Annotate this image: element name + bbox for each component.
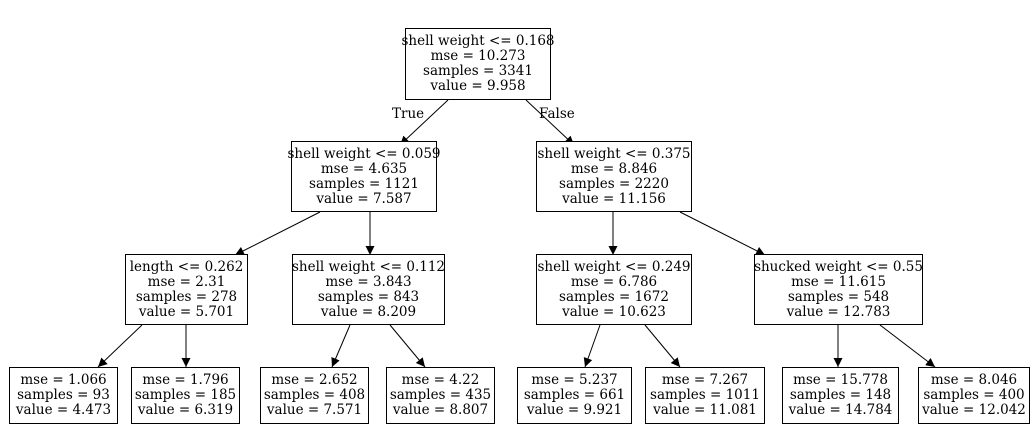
leaf-mse: mse = 4.22	[401, 372, 480, 388]
node-value: value = 12.783	[786, 303, 891, 320]
edge-root-left	[399, 99, 449, 146]
leaf-samples: samples = 148	[789, 387, 892, 403]
node-mse: mse = 2.31	[147, 273, 226, 290]
node-value: value = 10.623	[562, 303, 666, 320]
node-mse: mse = 11.615	[791, 273, 886, 290]
node-value: value = 7.587	[316, 190, 412, 207]
edge-r-rr	[679, 211, 766, 256]
leaf-value: value = 9.921	[526, 402, 623, 418]
leaf-samples: samples = 408	[263, 387, 366, 403]
tree-node-lr: shell weight <= 0.112 mse = 3.843 sample…	[292, 254, 445, 325]
edge-rr-leaf8	[879, 324, 936, 368]
tree-leaf-7: mse = 15.778 samples = 148 value = 14.78…	[782, 367, 899, 424]
leaf-mse: mse = 2.652	[271, 372, 358, 388]
tree-node-rl: shell weight <= 0.249 mse = 6.786 sample…	[536, 254, 692, 325]
edge-rl-leaf6	[644, 324, 681, 368]
edge-lr-leaf3	[331, 324, 351, 368]
tree-node-l: shell weight <= 0.059 mse = 4.635 sample…	[288, 141, 441, 212]
node-samples: samples = 3341	[423, 63, 533, 79]
node-mse: mse = 3.843	[325, 273, 412, 290]
leaf-value: value = 7.571	[266, 402, 363, 418]
tree-leaf-1: mse = 1.066 samples = 93 value = 4.473	[9, 367, 118, 424]
node-value: value = 9.958	[430, 78, 526, 94]
leaf-mse: mse = 8.046	[930, 372, 1018, 388]
edge-l-ll	[234, 211, 321, 256]
leaf-samples: samples = 400	[923, 387, 1025, 403]
leaf-samples: samples = 1011	[650, 387, 760, 403]
tree-node-ll: length <= 0.262 mse = 2.31 samples = 278…	[125, 254, 248, 325]
edge-rl-leaf5	[583, 324, 601, 368]
edge-label-false: False	[539, 106, 575, 122]
leaf-mse: mse = 5.237	[531, 372, 618, 388]
edge-lr-leaf4	[389, 324, 426, 368]
leaf-value: value = 12.042	[922, 402, 1026, 418]
leaf-mse: mse = 7.267	[661, 372, 749, 388]
leaf-mse: mse = 1.066	[20, 372, 107, 388]
node-split: shell weight <= 0.112	[292, 258, 446, 275]
node-samples: samples = 2220	[559, 175, 669, 192]
tree-leaf-6: mse = 7.267 samples = 1011 value = 11.08…	[645, 367, 765, 424]
node-split: shell weight <= 0.168	[401, 33, 555, 49]
node-samples: samples = 1121	[309, 175, 419, 192]
node-samples: samples = 843	[317, 288, 420, 305]
edge-ll-leaf1	[97, 324, 143, 368]
edge-root-right	[525, 99, 575, 146]
node-split: shell weight <= 0.375	[537, 145, 691, 162]
leaf-value: value = 6.319	[137, 402, 234, 418]
node-mse: mse = 4.635	[320, 160, 408, 177]
node-value: value = 5.701	[138, 303, 235, 320]
tree-leaf-2: mse = 1.796 samples = 185 value = 6.319	[131, 367, 240, 424]
tree-leaf-5: mse = 5.237 samples = 661 value = 9.921	[517, 367, 632, 424]
node-split: shell weight <= 0.059	[287, 145, 441, 162]
leaf-value: value = 14.784	[788, 402, 893, 418]
node-split: length <= 0.262	[129, 258, 244, 275]
node-samples: samples = 548	[787, 288, 890, 305]
leaf-value: value = 11.081	[653, 402, 757, 418]
node-split: shucked weight <= 0.55	[754, 258, 923, 275]
leaf-samples: samples = 185	[134, 387, 237, 403]
edge-label-true: True	[392, 106, 425, 122]
node-mse: mse = 8.846	[570, 160, 658, 177]
leaf-value: value = 8.807	[392, 402, 489, 418]
leaf-samples: samples = 661	[523, 387, 626, 403]
leaf-samples: samples = 93	[17, 387, 110, 403]
node-value: value = 11.156	[562, 190, 666, 207]
node-split: shell weight <= 0.249	[537, 258, 691, 275]
leaf-value: value = 4.473	[15, 402, 112, 418]
tree-leaf-8: mse = 8.046 samples = 400 value = 12.042	[918, 367, 1030, 424]
leaf-samples: samples = 435	[389, 387, 492, 403]
node-samples: samples = 278	[135, 288, 238, 305]
tree-leaf-3: mse = 2.652 samples = 408 value = 7.571	[260, 367, 369, 424]
tree-node-root: shell weight <= 0.168 mse = 10.273 sampl…	[402, 28, 555, 100]
node-samples: samples = 1672	[559, 288, 669, 305]
tree-leaf-4: mse = 4.22 samples = 435 value = 8.807	[386, 367, 495, 424]
leaf-mse: mse = 15.778	[793, 372, 888, 388]
node-value: value = 8.209	[320, 303, 417, 320]
node-mse: mse = 6.786	[570, 273, 658, 290]
tree-node-r: shell weight <= 0.375 mse = 8.846 sample…	[536, 141, 692, 212]
node-mse: mse = 10.273	[430, 48, 526, 64]
leaf-mse: mse = 1.796	[142, 372, 229, 388]
tree-node-rr: shucked weight <= 0.55 mse = 11.615 samp…	[754, 254, 923, 325]
